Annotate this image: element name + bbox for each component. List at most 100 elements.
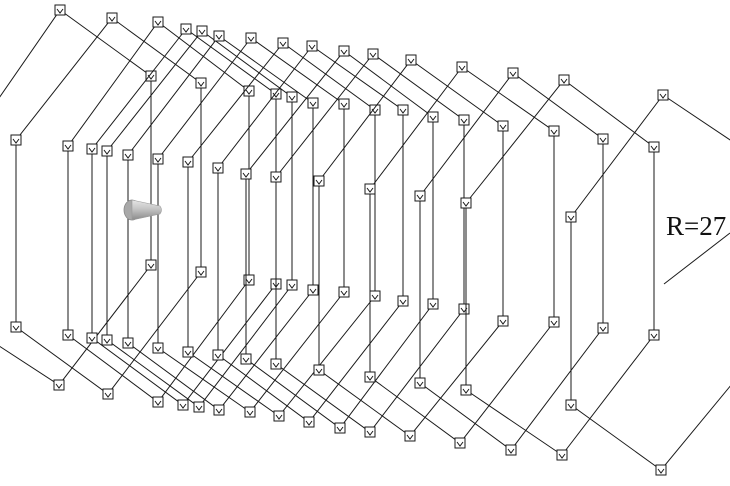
vertex-marker <box>416 194 424 200</box>
vertex-node <box>364 371 376 383</box>
vertex-marker <box>103 338 111 344</box>
vertex-marker <box>315 179 323 185</box>
vertex-node <box>243 274 255 286</box>
vertex-node <box>240 353 252 365</box>
hex-frame <box>270 48 470 438</box>
vertex-node <box>152 153 164 165</box>
vertex-node <box>240 168 252 180</box>
vertex-marker <box>247 36 255 42</box>
vertex-node <box>196 25 208 37</box>
vertex-marker <box>340 102 348 108</box>
vertex-marker <box>650 145 658 151</box>
vertex-node <box>152 396 164 408</box>
vertex-node <box>597 133 609 145</box>
vertex-node <box>397 295 409 307</box>
vertex-node <box>505 444 517 456</box>
vertex-marker <box>599 137 607 143</box>
vertex-marker <box>499 319 507 325</box>
vertex-node <box>338 45 350 57</box>
radius-label: R=27 <box>666 211 726 241</box>
vertex-node <box>182 346 194 358</box>
vertex-marker <box>124 153 132 159</box>
vertex-node <box>86 332 98 344</box>
vertex-marker <box>64 333 72 339</box>
hex-frame <box>460 74 660 461</box>
vertex-marker <box>154 346 162 352</box>
vertex-node <box>270 88 282 100</box>
vertex-node <box>458 114 470 126</box>
vertex-marker <box>246 410 254 416</box>
vertex-marker <box>336 426 344 432</box>
vertex-node <box>152 342 164 354</box>
vertex-node <box>597 322 609 334</box>
vertex-node <box>10 134 22 146</box>
vertex-marker <box>407 58 415 64</box>
vertex-node <box>303 416 315 428</box>
vertex-node <box>497 120 509 132</box>
hex-frame <box>122 30 319 416</box>
vertex-node <box>397 104 409 116</box>
vertex-node <box>213 30 225 42</box>
vertex-node <box>145 259 157 271</box>
vertex-node <box>195 77 207 89</box>
vertex-node <box>497 315 509 327</box>
vertex-node <box>414 377 426 389</box>
vertex-node <box>122 337 134 349</box>
vertex-marker <box>215 408 223 414</box>
vertex-marker <box>406 434 414 440</box>
vertex-node <box>565 399 577 411</box>
vertex-marker <box>340 290 348 296</box>
vertex-node <box>338 286 350 298</box>
vertex-node <box>338 98 350 110</box>
vertex-node <box>364 183 376 195</box>
vertex-marker <box>88 336 96 342</box>
vertex-marker <box>272 362 280 368</box>
vertex-marker <box>558 453 566 459</box>
vertex-marker <box>499 124 507 130</box>
vertex-node <box>460 197 472 209</box>
hex-frame <box>313 54 509 442</box>
vertex-marker <box>460 118 468 124</box>
vertex-node <box>404 430 416 442</box>
vertex-marker <box>371 294 379 300</box>
vertex-node <box>152 16 164 28</box>
vertex-marker <box>399 108 407 114</box>
hex-frame <box>240 45 439 434</box>
vertex-node <box>182 156 194 168</box>
vertex-node <box>177 399 189 411</box>
hex-frame <box>10 12 207 400</box>
vertex-marker <box>550 129 558 135</box>
vertex-node <box>548 125 560 137</box>
vertex-node <box>556 449 568 461</box>
vertex-marker <box>245 89 253 95</box>
vertex-marker <box>88 147 96 153</box>
vertex-marker <box>657 468 665 474</box>
vertex-node <box>414 190 426 202</box>
vertex-marker <box>215 34 223 40</box>
vertex-marker <box>369 52 377 58</box>
vertex-marker <box>288 95 296 101</box>
vertex-marker <box>12 138 20 144</box>
vertex-node <box>245 32 257 44</box>
vertex-node <box>427 298 439 310</box>
vertex-node <box>54 4 66 16</box>
vertex-marker <box>214 166 222 172</box>
vertex-marker <box>214 353 222 359</box>
hex-frame <box>62 16 255 408</box>
hex-frame <box>565 89 730 476</box>
vertex-node <box>10 321 22 333</box>
vertex-node <box>364 426 376 438</box>
vertex-marker <box>288 283 296 289</box>
vertex-node <box>122 149 134 161</box>
hex-frame-outline <box>318 59 504 437</box>
vertex-marker <box>197 270 205 276</box>
vertex-node <box>306 40 318 52</box>
vertex-node <box>507 67 519 79</box>
vertex-node <box>101 334 113 346</box>
vertex-node <box>270 358 282 370</box>
vertex-marker <box>179 403 187 409</box>
vertex-node <box>558 74 570 86</box>
hex-frame <box>101 25 298 413</box>
vertex-marker <box>599 326 607 332</box>
vertex-marker <box>198 29 206 35</box>
